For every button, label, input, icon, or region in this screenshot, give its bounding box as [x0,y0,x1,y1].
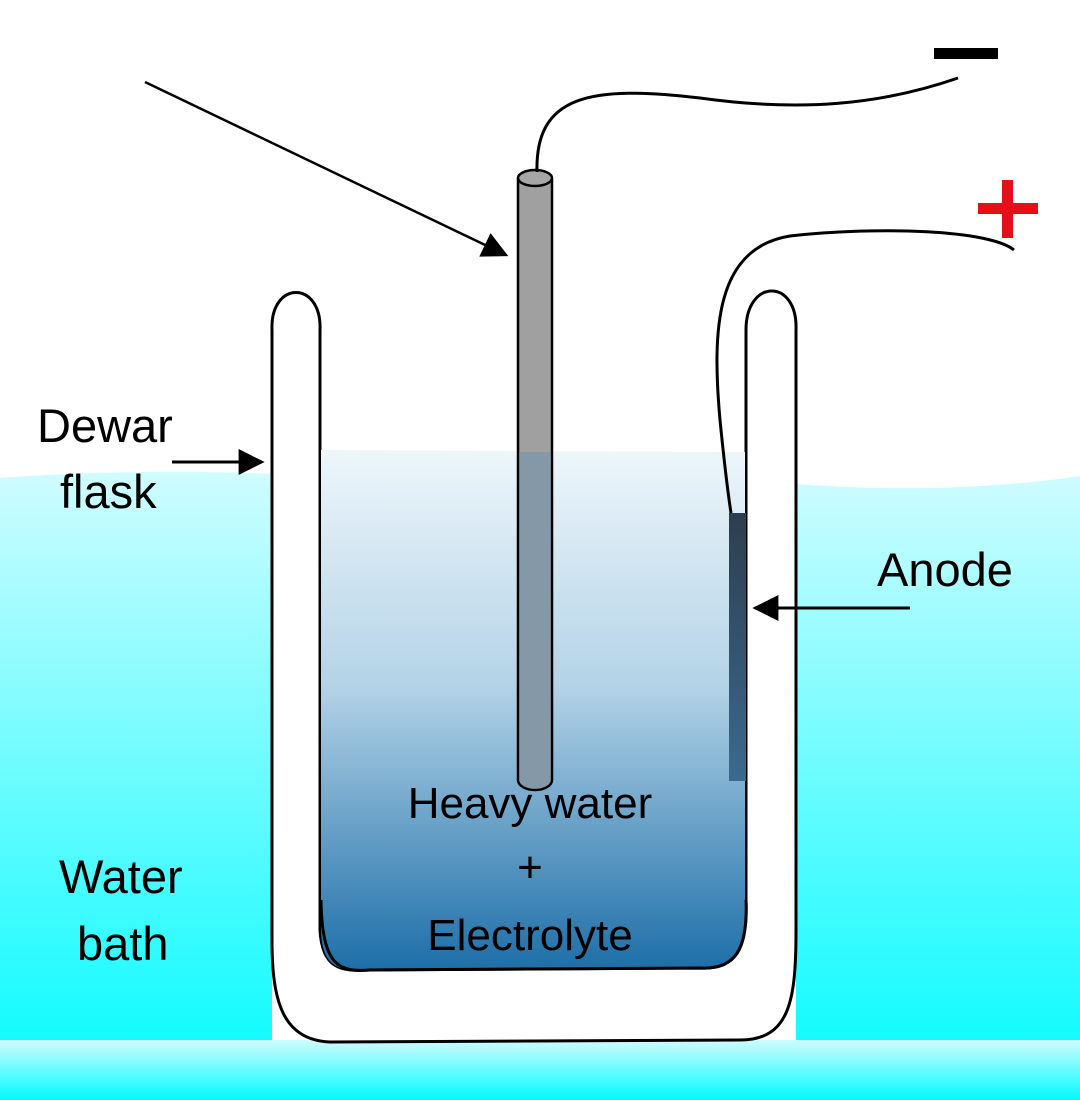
water-bath-label-line1: Water [59,850,183,903]
anode-label: Anode [877,543,1013,596]
electrolyte-bottom-outline [319,899,748,972]
plus-label: + [517,843,543,892]
anode-wire [715,229,1015,514]
water-bath-label-line2: bath [77,917,168,970]
cathode-wire [535,76,959,173]
dewar-flask-label-line1: Dewar [37,399,173,452]
cathode-pointer-arrow [144,80,509,257]
electrolyte-label: Electrolyte [427,911,632,960]
positive-terminal-icon [978,180,1038,238]
cathode-rod [516,168,554,792]
heavy-water-label: Heavy water [408,779,653,828]
anode-plate [729,513,746,781]
water-bath-bottom [0,1040,1080,1100]
water-bath [0,471,1080,1100]
dewar-flask [270,289,798,1044]
dewar-flask-label-line2: flask [60,465,157,518]
negative-terminal-icon [934,48,998,59]
